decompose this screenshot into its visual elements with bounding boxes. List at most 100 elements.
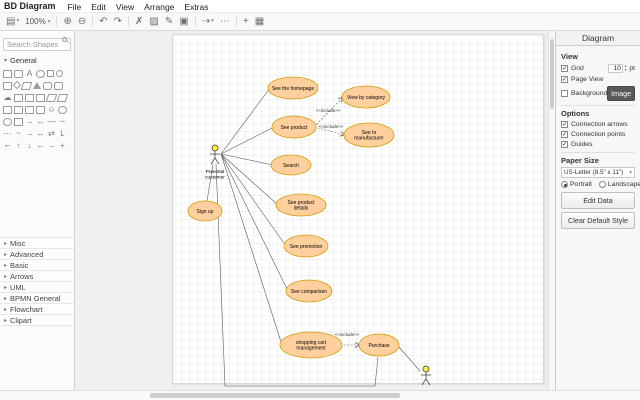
background-image-button[interactable]: Image	[607, 86, 635, 101]
search-input[interactable]	[3, 38, 71, 51]
rounded-rectangle-shape[interactable]	[14, 70, 23, 78]
tape-shape[interactable]	[3, 106, 12, 114]
background-checkbox[interactable]	[561, 90, 568, 97]
landscape-radio[interactable]	[598, 181, 606, 188]
canvas[interactable]: <<include>><<include>><<include>>See the…	[75, 31, 555, 390]
association-edge[interactable]	[215, 163, 379, 387]
or-shape[interactable]	[58, 106, 67, 114]
shadow-icon[interactable]: ▣	[179, 16, 189, 27]
process-shape[interactable]	[3, 82, 12, 90]
panel-tab-diagram[interactable]: Diagram	[556, 31, 640, 46]
hexagon-shape[interactable]	[54, 82, 63, 90]
menu-arrange[interactable]: Arrange	[144, 2, 175, 12]
zoom-in-icon[interactable]: ⊕	[63, 16, 72, 27]
association-edge[interactable]	[398, 346, 421, 372]
association-edge[interactable]	[220, 153, 283, 346]
trapezoid-shape[interactable]	[56, 94, 69, 102]
callout-shape[interactable]	[36, 106, 45, 114]
rectangle-shape[interactable]	[3, 70, 12, 78]
down-arrow-shape[interactable]: ↓	[27, 141, 32, 150]
grid-size-stepper[interactable]: ▲▼	[623, 64, 628, 72]
usecase-see-promotion[interactable]	[283, 234, 329, 258]
horizontal-scrollbar[interactable]	[0, 390, 640, 400]
square-shape[interactable]	[47, 70, 54, 77]
association-edge[interactable]	[220, 153, 279, 206]
sidebar-section-bpmn-general[interactable]: ▸BPMN General	[0, 293, 74, 304]
document-shape[interactable]	[14, 94, 23, 102]
circle-shape[interactable]	[56, 70, 63, 77]
insert-icon[interactable]: +	[242, 16, 249, 27]
usecase-sign-up[interactable]	[187, 200, 223, 222]
sidebar-section-arrows[interactable]: ▸Arrows	[0, 271, 74, 282]
association-edge[interactable]	[220, 87, 271, 155]
dashed-line-shape[interactable]: ╌	[60, 117, 65, 126]
bidirectional-arrow-shape[interactable]: ↔	[36, 117, 45, 126]
usecase-shopping-cart-management[interactable]	[279, 331, 343, 359]
drawing-page[interactable]	[172, 34, 544, 384]
sidebar-section-uml[interactable]: ▸UML	[0, 282, 74, 293]
directional-connector-shape[interactable]: →	[25, 129, 34, 138]
vertical-scrollbar-thumb[interactable]	[550, 39, 554, 109]
checkbox-guides[interactable]: ✓	[561, 141, 568, 148]
association-edge[interactable]	[206, 163, 214, 202]
usecase-see-the-homepage[interactable]	[267, 76, 319, 100]
association-edge[interactable]	[220, 126, 275, 155]
dotted-line-shape[interactable]: ⋯	[3, 129, 12, 138]
table-icon[interactable]: ▦	[254, 16, 265, 27]
sidebar-section-general[interactable]: ▾ General	[0, 54, 74, 67]
portrait-radio[interactable]	[561, 181, 568, 188]
redo-icon[interactable]: ↷	[113, 16, 123, 27]
usecase-see-comparison[interactable]	[285, 279, 333, 303]
actor[interactable]	[421, 365, 431, 386]
portrait-option[interactable]: Portrait	[561, 181, 592, 188]
checkbox-connection-points[interactable]: ✓	[561, 131, 568, 138]
bidirectional-connector-shape[interactable]: ↔	[36, 129, 45, 138]
cross-shape[interactable]: +	[60, 141, 65, 150]
up-arrow-shape[interactable]: ↑	[16, 141, 21, 150]
ellipse-shape[interactable]	[36, 70, 45, 78]
cylinder-shape[interactable]	[43, 82, 52, 90]
elbow-shape[interactable]: ⌐	[5, 141, 10, 150]
menu-file[interactable]: File	[67, 2, 82, 12]
cloud-shape[interactable]: ☁	[3, 93, 12, 102]
waypoints-icon[interactable]: ⋯	[219, 16, 230, 27]
parallelogram-shape[interactable]	[20, 82, 33, 90]
step-shape[interactable]	[45, 94, 58, 102]
link-shape[interactable]: ⇄	[48, 129, 55, 138]
delete-icon[interactable]: ✗	[135, 16, 144, 27]
sidebar-section-clipart[interactable]: ▸Clipart	[0, 315, 74, 326]
association-edge[interactable]	[220, 153, 289, 292]
grid-checkbox[interactable]: ✓	[561, 65, 568, 72]
triangle-shape[interactable]	[33, 82, 41, 89]
checkbox-connection-arrows[interactable]: ✓	[561, 121, 568, 128]
vertical-scrollbar[interactable]	[548, 31, 555, 390]
note-shape[interactable]	[14, 106, 23, 114]
sidebar-section-advanced[interactable]: ▸Advanced	[0, 249, 74, 260]
text-shape[interactable]: A	[26, 69, 33, 78]
sidebar-section-misc[interactable]: ▸Misc	[0, 238, 74, 249]
diamond-shape[interactable]	[12, 80, 22, 90]
vertical-elbow-shape[interactable]: L	[60, 129, 65, 138]
line-shape[interactable]: —	[47, 117, 56, 126]
right-arrow-shape[interactable]: →	[47, 141, 56, 150]
fill-color-icon[interactable]: ▨	[149, 16, 159, 27]
curve-shape[interactable]: ~	[16, 129, 21, 138]
actor-shape[interactable]: ☺	[47, 105, 56, 114]
usecase-see-to-manufacturer[interactable]	[343, 122, 395, 148]
clear-default-style-button[interactable]: Clear Default Style	[561, 212, 635, 229]
paper-size-select[interactable]: US-Letter (8.5" x 11") ▾	[561, 167, 635, 178]
usecase-purchase[interactable]	[358, 333, 400, 357]
and-shape[interactable]	[3, 118, 12, 126]
include-edge[interactable]	[313, 126, 345, 135]
association-edge[interactable]	[220, 153, 274, 166]
landscape-option[interactable]: Landscape	[598, 181, 640, 188]
card-shape[interactable]	[25, 106, 34, 114]
connection-icon[interactable]: ⇢▾	[201, 16, 214, 27]
arrow-shape[interactable]: →	[25, 117, 34, 126]
usecase-see-product-details[interactable]	[275, 193, 327, 217]
usecase-view-by-category[interactable]	[341, 85, 391, 109]
usecase-see-product[interactable]	[271, 115, 317, 139]
view-icon[interactable]: ▤▾	[6, 16, 20, 27]
menu-extras[interactable]: Extras	[184, 2, 209, 12]
line-color-icon[interactable]: ✎	[164, 16, 174, 27]
